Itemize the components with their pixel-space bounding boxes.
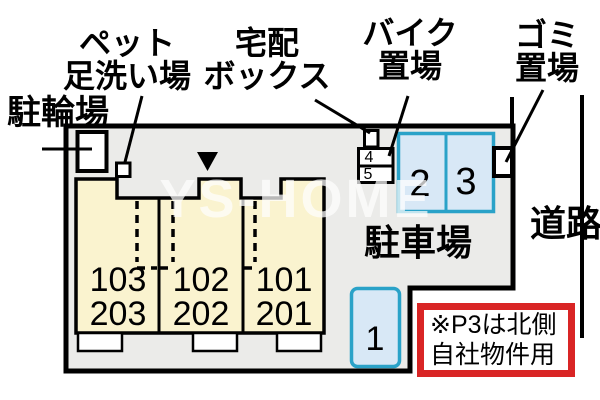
leader-line-delivery-box [314,98,371,135]
unit-201: 201 [255,295,313,333]
garbage-box [492,146,514,178]
entrance-porch-3 [275,331,323,353]
note-box: ※P3は北側自社物件用 [417,303,575,377]
label-pet-wash-line1: ペット [78,25,176,61]
unit-103: 103 [89,261,147,299]
label-bike-area-line1: バイク [362,15,458,51]
pet-wash-station-box [115,161,132,178]
bicycle-parking-box [75,130,109,173]
label-pet-wash: ペット足洗い場 [63,27,191,93]
unit-202: 202 [172,295,230,333]
label-pet-wash-line2: 足洗い場 [62,58,192,94]
unit-boundary-dashed-3 [244,201,257,270]
label-garbage-area: ゴミ置場 [515,19,579,85]
label-road: 道路 [530,203,600,244]
bike-space-4-number: 4 [364,149,374,166]
label-delivery-box-line1: 宅配 [234,25,300,61]
label-garbage-area-line2: 置場 [514,50,580,86]
note-line1: ※P3は北側 [430,311,557,339]
car-space-1-number: 1 [365,320,385,358]
bike-space-5-number: 5 [363,166,373,183]
note-line2: 自社物件用 [430,341,556,369]
unit-203: 203 [89,295,147,333]
leader-line-garbage-area [504,89,545,163]
label-bicycle-parking: 駐輪場 [7,94,109,132]
unit-boundary-dashed-1 [135,201,157,270]
label-delivery-box: 宅配ボックス [203,27,330,93]
label-garbage-area-line1: ゴミ [514,17,580,53]
label-car-parking-lot: 駐車場 [363,222,473,263]
car-space-1-box [349,286,402,369]
leader-line-pet-wash [123,95,144,163]
label-bike-area-line2: 置場 [377,48,442,84]
entrance-porch-2 [191,331,239,353]
car-space-3-number: 3 [455,161,477,203]
entrance-porch-1 [76,331,124,353]
car-space-2-number: 2 [409,163,431,205]
unit-101: 101 [255,261,313,299]
unit-102: 102 [172,261,230,299]
unit-boundary-dashed-2 [160,201,175,270]
entrance-marker-icon [197,152,218,171]
delivery-box [363,129,380,149]
leader-line-bike-area [387,95,410,157]
label-bike-area: バイク置場 [362,17,457,83]
label-delivery-box-line2: ボックス [203,58,331,94]
